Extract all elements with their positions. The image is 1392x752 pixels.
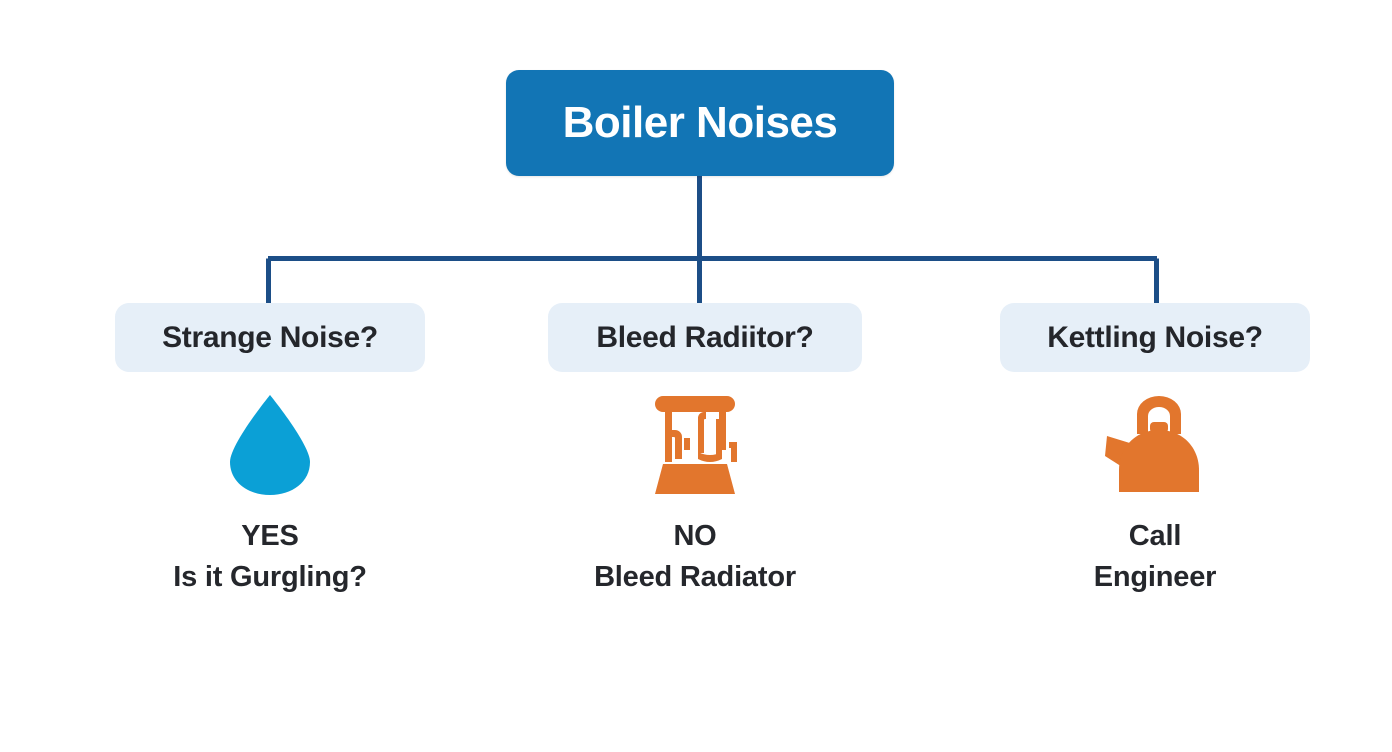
branch-answer: Call <box>1128 520 1182 552</box>
branch-pill-label: Strange Noise? <box>162 320 378 354</box>
branch-icon-wrapper <box>222 390 318 500</box>
branch-outcome-strange-noise: YES Is it Gurgling? <box>110 390 430 598</box>
branch-pill-label: Bleed Radiitor? <box>596 320 814 354</box>
branch-detail: Is it Gurgling? <box>173 561 367 594</box>
branch-pill-strange-noise[interactable]: Strange Noise? <box>115 303 425 372</box>
water-droplet-icon <box>230 395 310 495</box>
branch-pill-label: Kettling Noise? <box>1047 320 1263 354</box>
branch-icon-wrapper <box>1093 390 1217 500</box>
root-node-label: Boiler Noises <box>562 98 838 147</box>
branch-detail: Bleed Radiator <box>594 561 796 594</box>
branch-outcome-bleed-radiator: NO Bleed Radiator <box>535 390 855 598</box>
branch-pill-bleed-radiator[interactable]: Bleed Radiitor? <box>548 303 862 372</box>
root-node-boiler-noises[interactable]: Boiler Noises <box>506 70 894 176</box>
branch-pill-kettling-noise[interactable]: Kettling Noise? <box>1000 303 1310 372</box>
branch-answer: NO <box>673 520 717 552</box>
branch-outcome-kettling-noise: Call Engineer <box>995 390 1315 598</box>
branch-caption: YES Is it Gurgling? <box>173 516 367 598</box>
branch-answer: YES <box>241 520 299 552</box>
branch-caption: NO Bleed Radiator <box>594 516 796 598</box>
radiator-icon <box>655 396 737 494</box>
branch-detail: Engineer <box>1093 561 1217 594</box>
kettle-icon <box>1105 396 1199 492</box>
branch-caption: Call Engineer <box>1094 516 1217 598</box>
branch-icon-wrapper <box>643 390 747 500</box>
